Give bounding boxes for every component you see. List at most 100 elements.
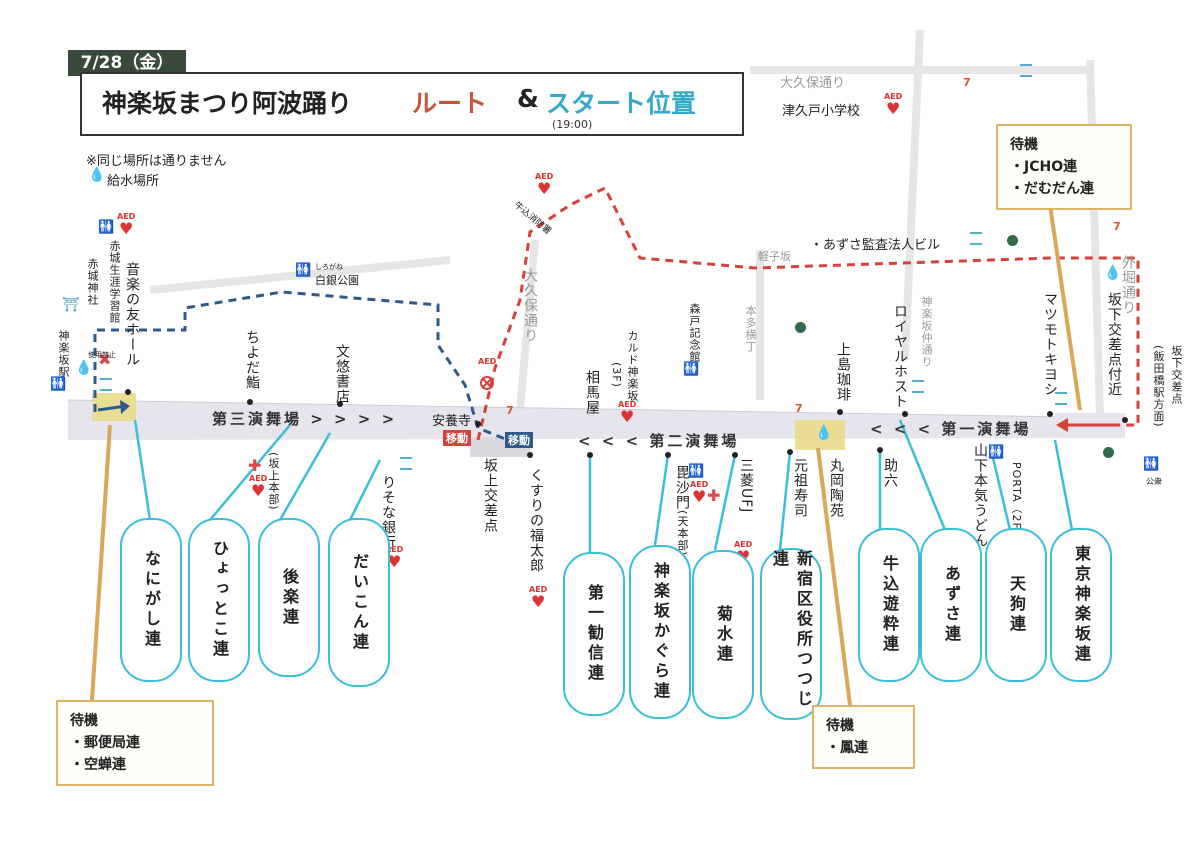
place-sakaue-honbu: (坂上本部)	[267, 452, 280, 511]
toilet-icon: 🚻	[688, 464, 704, 479]
place-kusuri-fukutaro: くすりの福太郎	[528, 468, 544, 573]
title-amp: &	[517, 84, 539, 113]
place-sukeroku: 助六	[882, 458, 898, 488]
place-maruoka: 丸岡陶苑	[828, 458, 844, 518]
place-bishamon-honbu: (天本部)	[676, 510, 689, 557]
first-aid-icon: ✚	[707, 486, 721, 505]
place-mitsubishi: 三菱UFJ	[738, 458, 754, 514]
aed-icon: AED♥	[690, 480, 709, 506]
bank-icon	[400, 457, 412, 470]
toilet-icon: 🚻	[50, 377, 66, 392]
blue-route	[93, 290, 521, 447]
place-sakashita-dir: (飯田橋駅方面)	[1152, 345, 1165, 428]
water-drop-icon: 💧	[1104, 265, 1122, 281]
start-time: (19:00)	[552, 118, 593, 131]
place-morito: 森戸記念館	[688, 303, 701, 363]
place-sakashita-near: 坂下交差点付近	[1106, 292, 1122, 397]
title-route: ルート	[412, 89, 488, 118]
place-motoso-sushi: 元祖寿司	[792, 458, 808, 518]
place-kagurazaka-station: 神楽坂駅	[57, 330, 70, 378]
bank-icon	[1055, 392, 1067, 405]
place-no-use: 使用禁止	[88, 351, 116, 359]
title-box: 神楽坂まつり阿波踊り ルート & スタート位置 (19:00)	[80, 72, 744, 136]
waiting-box-left: 待機 ・郵便局連 ・空蝉連	[56, 700, 214, 786]
convenience-store-icon: 7	[1113, 220, 1121, 233]
move-label-right: 移動	[505, 432, 533, 448]
water-drop-icon: 💧	[75, 360, 93, 376]
place-karudo-floor: (3F)	[610, 362, 623, 388]
place-aiba: 相馬屋	[584, 370, 600, 415]
waiting-item: ・郵便局連	[70, 735, 140, 751]
toilet-icon: 🚻	[988, 445, 1004, 460]
street-okubo-side: 大久保通り	[522, 268, 538, 343]
group-pill: なにがし連	[120, 518, 182, 682]
waiting-item: ・だむだん連	[1010, 181, 1094, 197]
cafe-icon	[1103, 447, 1114, 458]
street-okubo-top: 大久保通り	[780, 76, 846, 91]
place-ongaku-hall: 音楽の友ホール	[124, 262, 140, 367]
red-route	[476, 186, 1140, 441]
title-start: スタート位置	[546, 89, 697, 118]
place-tsukudo-school: 津久戸小学校	[782, 104, 861, 119]
aed-icon: AED♥	[385, 545, 404, 571]
place-azusa-building: ・あずさ監査法人ビル	[810, 238, 941, 253]
street-kagurazaka-naka: 神楽坂仲通り	[920, 296, 933, 368]
cafe-icon	[1007, 235, 1018, 246]
bank-icon	[912, 380, 924, 393]
place-akagi-jinja: 赤城神社	[86, 258, 99, 306]
street-honda-yokocho: 本多横丁	[744, 305, 757, 353]
group-pill: 後楽連	[258, 518, 320, 677]
aed-icon: AED♥	[884, 92, 903, 118]
group-pill: 菊水連	[692, 550, 754, 719]
group-pill: 新宿区役所つつじ連	[760, 548, 822, 720]
water-drop-icon: 💧	[88, 167, 106, 183]
place-markers	[125, 389, 1128, 458]
aed-icon: AED♥	[535, 172, 554, 198]
toilet-icon: 🚻	[1143, 457, 1159, 472]
legend-note: ※同じ場所は通りません	[86, 154, 227, 169]
group-pill: ひょっとこ連	[188, 518, 250, 682]
toilet-icon: 🚻	[683, 362, 699, 377]
place-matsumoto: マツモトキヨシ	[1042, 292, 1058, 397]
place-sakashita-crossing: 坂下交差点	[1170, 345, 1183, 405]
place-public-toilet: 公衆	[1146, 477, 1162, 486]
aed-icon: AED♥	[117, 212, 136, 238]
no-use-icon: ✖	[98, 350, 112, 369]
waiting-title: 待機	[826, 718, 854, 734]
place-shirogane-ruby: しろがね	[315, 263, 343, 271]
move-label-left: 移動	[443, 430, 471, 446]
place-sakaue-crossing: 坂上交差点	[482, 458, 498, 533]
group-pill: 東京神楽坂連	[1050, 528, 1112, 682]
group-pill: 神楽坂かぐら連	[629, 545, 691, 719]
convenience-store-icon: 7	[963, 76, 971, 89]
place-shirogane-park: 白銀公園	[315, 274, 359, 287]
group-pill: 天狗連	[985, 528, 1047, 682]
start-spot-first	[795, 420, 845, 450]
main-street	[68, 400, 1125, 440]
shrine-icon: ⛩	[62, 297, 80, 313]
waiting-item: ・JCHO連	[1010, 159, 1078, 175]
place-bunyu-shoten: 文悠書店	[334, 344, 350, 404]
group-pill: だいこん連	[328, 518, 390, 687]
stage-third: 第三演舞場 > > > >	[212, 410, 398, 428]
street-keidai: 軽子坂	[758, 250, 791, 263]
waiting-title: 待機	[1010, 137, 1038, 153]
bank-icon	[100, 378, 112, 391]
convenience-store-icon: 7	[795, 402, 803, 415]
waiting-title: 待機	[70, 713, 98, 729]
aed-icon: AED	[478, 357, 497, 366]
wait-leader-lines	[90, 204, 1082, 706]
aed-icon: AED♥	[249, 474, 268, 500]
aed-icon: AED♥	[618, 400, 637, 426]
toilet-icon: 🚻	[98, 220, 114, 235]
group-pill: 第一勧信連	[563, 552, 625, 716]
place-ueshima: 上島珈琲	[835, 342, 851, 402]
place-anyoji: 安養寺	[432, 414, 472, 429]
cafe-icon	[795, 322, 806, 333]
street-sotobori: 外堀通り	[1120, 255, 1136, 315]
place-karudo: カルド神楽坂	[626, 330, 639, 402]
legend-water: 給水場所	[107, 174, 160, 189]
bank-icon	[970, 232, 982, 245]
stage-second: < < < 第二演舞場	[578, 432, 740, 450]
